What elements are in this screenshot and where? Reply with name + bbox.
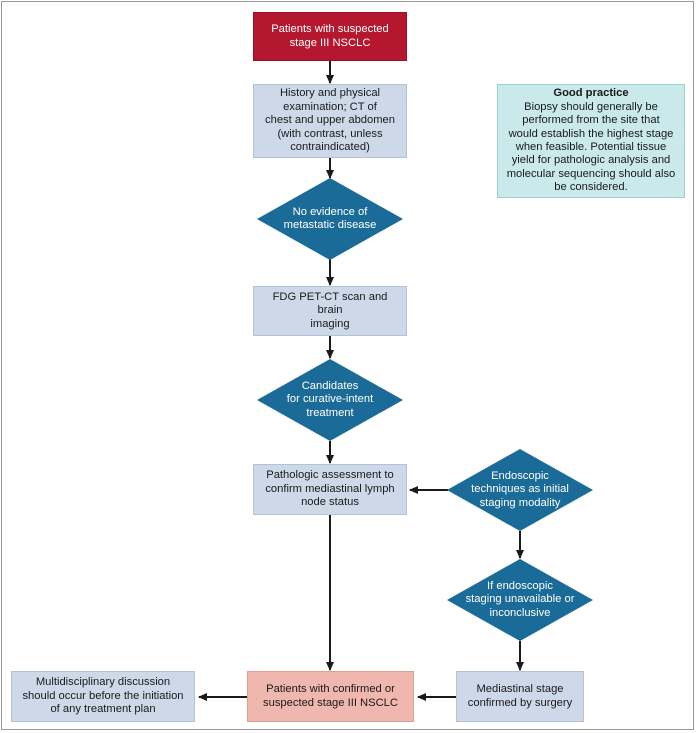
diamond-no-metastatic-label: No evidence of metastatic disease [283, 205, 377, 231]
diamond-candidates [257, 359, 403, 441]
diamond-candidates-label: Candidates for curative-intent treatment [286, 379, 374, 419]
diamond-endoscopic [447, 449, 593, 531]
diamond-no-metastatic [257, 178, 403, 260]
node-pet-ct: FDG PET-CT scan and brain imaging [253, 286, 407, 336]
diamond-if-endoscopic-label: If endoscopic staging unavailable or inc… [465, 579, 575, 619]
node-multidisciplinary: Multidisciplinary discussion should occu… [11, 671, 195, 722]
diamond-if-endoscopic [447, 559, 593, 641]
node-mediastinal: Mediastinal stage confirmed by surgery [456, 671, 584, 722]
node-pathologic: Pathologic assessment to confirm mediast… [253, 464, 407, 515]
node-start: Patients with suspected stage III NSCLC [253, 12, 407, 61]
diamond-endoscopic-label: Endoscopic techniques as initial staging… [471, 469, 569, 509]
node-confirmed: Patients with confirmed or suspected sta… [247, 671, 414, 722]
good-practice-title: Good practice [553, 87, 629, 100]
good-practice-box: Good practice Biopsy should generally be… [497, 84, 685, 198]
good-practice-body: Biopsy should generally be performed fro… [506, 100, 676, 194]
node-history: History and physical examination; CT of … [253, 84, 407, 158]
